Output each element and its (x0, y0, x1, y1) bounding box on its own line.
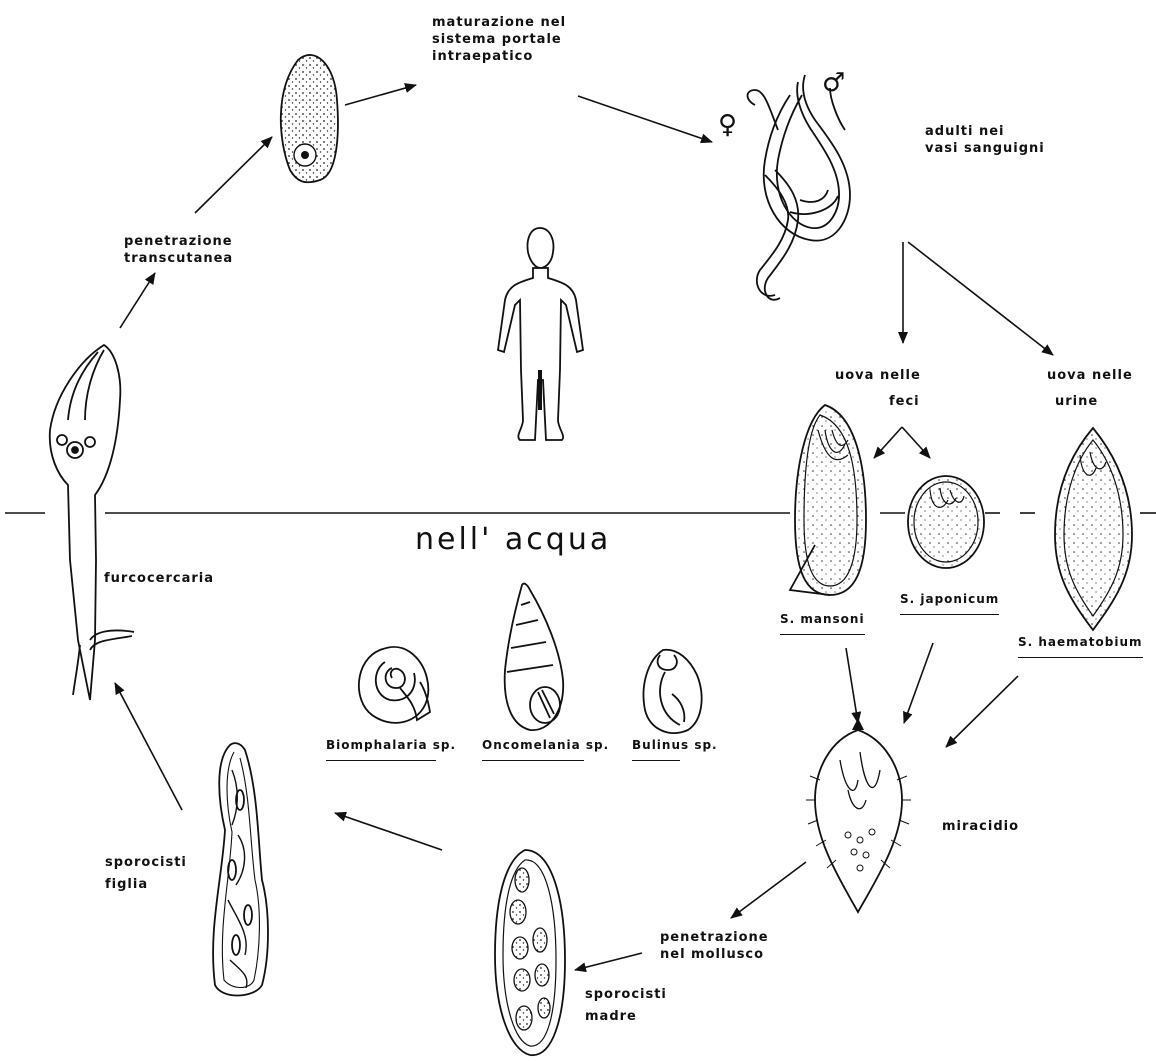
label-eggs-feces-line2: feci (835, 389, 921, 415)
species-s-japonicum: S. japonicum (900, 592, 999, 615)
arrow-adults-to-urine (908, 242, 1053, 355)
arrow-to-daughter-sporocyst (335, 813, 442, 850)
snail-bulinus (644, 650, 702, 733)
label-snail-penetration: penetrazione nel mollusco (660, 929, 769, 963)
male-symbol: ♂ (822, 68, 845, 98)
snail-label-oncomelania: Oncomelania sp. (482, 738, 609, 761)
arrow-feces-to-japonicum (902, 427, 930, 458)
label-daughter-sporocyst-line1: sporocisti (105, 852, 187, 874)
label-eggs-urine-line1: uova nelle (1047, 363, 1133, 389)
female-symbol: ♀ (718, 110, 737, 140)
snail-oncomelania (505, 584, 564, 731)
snail-label-biomphalaria: Biomphalaria sp. (326, 738, 456, 761)
snail-label-biomphalaria-underline (326, 752, 436, 761)
label-skin-penetration-line1: penetrazione (124, 233, 233, 250)
arrow-skin-to-schistosomulum (195, 137, 272, 213)
label-skin-penetration-line2: transcutanea (124, 250, 233, 267)
cercaria-drawing (50, 345, 134, 700)
label-maturation-line1: maturazione nel (432, 14, 566, 31)
species-s-haematobium-text: S. haematobium (1018, 635, 1143, 649)
human-figure (498, 228, 583, 440)
label-snail-penetration-line2: nel mollusco (660, 946, 769, 963)
snail-label-oncomelania-text: Oncomelania sp. (482, 738, 609, 752)
arrow-cercaria-to-skin (120, 273, 155, 328)
label-eggs-feces-line1: uova nelle (835, 363, 921, 389)
egg-s-haematobium (1055, 428, 1132, 630)
label-miracidium: miracidio (942, 818, 1019, 835)
species-s-haematobium: S. haematobium (1018, 635, 1143, 658)
adult-worms-drawing (748, 75, 851, 300)
label-mother-sporocyst-line1: sporocisti (585, 984, 667, 1006)
label-furcocercaria: furcocercaria (104, 570, 214, 587)
arrow-feces-to-mansoni (874, 427, 902, 458)
arrow-haematobium-to-miracidium (946, 676, 1018, 747)
egg-s-mansoni (790, 405, 866, 595)
label-adults-line2: vasi sanguigni (925, 140, 1045, 157)
label-daughter-sporocyst: sporocisti figlia (105, 852, 187, 896)
egg-s-japonicum (908, 476, 984, 568)
snail-label-bulinus: Bulinus sp. (632, 738, 718, 761)
species-s-japonicum-underline (900, 606, 999, 615)
arrow-to-maturation (345, 85, 416, 105)
snail-label-bulinus-underline (632, 752, 680, 761)
arrow-mansoni-to-miracidium (846, 648, 858, 723)
label-skin-penetration: penetrazione transcutanea (124, 233, 233, 267)
label-mother-sporocyst: sporocisti madre (585, 984, 667, 1028)
snail-biomphalaria (359, 647, 430, 723)
arrow-to-cercaria (115, 683, 182, 810)
daughter-sporocyst-drawing (213, 743, 268, 995)
label-daughter-sporocyst-line2: figlia (105, 874, 187, 896)
species-s-mansoni-text: S. mansoni (780, 612, 865, 626)
label-adults: adulti nei vasi sanguigni (925, 123, 1045, 157)
label-eggs-urine-line2: urine (1047, 389, 1133, 415)
arrow-japonicum-to-miracidium (904, 643, 933, 723)
label-maturation-line2: sistema portale (432, 31, 566, 48)
label-snail-penetration-line1: penetrazione (660, 929, 769, 946)
label-mother-sporocyst-line2: madre (585, 1006, 667, 1028)
snail-label-bulinus-text: Bulinus sp. (632, 738, 718, 752)
snail-label-biomphalaria-text: Biomphalaria sp. (326, 738, 456, 752)
label-maturation: maturazione nel sistema portale intraepa… (432, 14, 566, 65)
label-adults-line1: adulti nei (925, 123, 1045, 140)
mother-sporocyst-drawing (495, 850, 565, 1055)
schistosomulum-drawing (281, 55, 338, 182)
label-eggs-feces: uova nelle feci (835, 363, 921, 415)
species-s-japonicum-text: S. japonicum (900, 592, 999, 606)
arrow-miracidium-to-snail (731, 862, 806, 918)
species-s-mansoni-underline (780, 626, 865, 635)
species-s-mansoni: S. mansoni (780, 612, 865, 635)
label-eggs-urine: uova nelle urine (1047, 363, 1133, 415)
label-maturation-line3: intraepatico (432, 48, 566, 65)
miracidium-drawing (806, 718, 911, 912)
label-in-water: nell' acqua (415, 522, 611, 557)
species-s-haematobium-underline (1018, 649, 1143, 658)
arrow-to-adults (578, 96, 712, 142)
snail-label-oncomelania-underline (482, 752, 584, 761)
arrow-to-mother-sporocyst (575, 953, 642, 970)
